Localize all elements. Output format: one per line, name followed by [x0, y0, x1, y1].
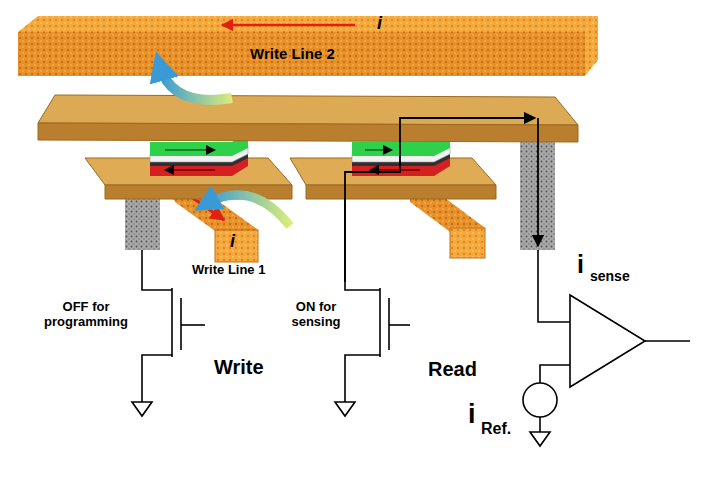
channel [379, 288, 381, 357]
cell-mode: Write [214, 356, 264, 379]
subscript: sense [590, 268, 630, 284]
transistor-note: ON for sensing [270, 300, 362, 330]
write-line-top [18, 16, 598, 32]
transistor-symbol [335, 199, 410, 416]
current-symbol: i [468, 399, 476, 430]
wire [538, 250, 570, 322]
write-line-bar: iWrite Line 1 [150, 205, 300, 289]
field-arrow [206, 195, 290, 226]
bottom-electrode [306, 185, 496, 199]
transistor-note: OFF for programming [30, 300, 142, 330]
gate [180, 298, 182, 350]
ground-symbol [132, 402, 152, 416]
write-line-front [18, 32, 585, 76]
line-name: Write Line 2 [250, 45, 335, 62]
subscript: Ref. [481, 420, 511, 438]
wire [539, 417, 541, 432]
field-arrow [160, 66, 232, 100]
wire [345, 199, 380, 290]
wire [142, 250, 172, 290]
gate-lead [389, 324, 410, 326]
write-line-end [585, 16, 598, 76]
write-line-bar: iWrite Line 2 [15, 12, 605, 78]
magnetization-arrow [365, 149, 392, 151]
current-symbol: i [577, 250, 584, 279]
magnetization-arrow [165, 169, 215, 171]
output-wire [645, 340, 690, 342]
sense-path [345, 118, 535, 282]
top-electrode [38, 123, 578, 142]
top-electrode [38, 95, 578, 125]
sense-amplifier [523, 250, 690, 446]
write-line-end [215, 230, 258, 262]
magnetization-arrow [370, 169, 420, 171]
ground-symbol [335, 402, 355, 416]
write-line-end [450, 228, 485, 258]
current-symbol: i [230, 231, 235, 252]
current-symbol: i [377, 13, 382, 34]
current-arrow [222, 24, 355, 27]
gate-lead [181, 324, 205, 326]
gate [388, 298, 390, 350]
magnetization-arrow [165, 149, 215, 151]
wire [142, 355, 172, 402]
bottom-electrode [105, 185, 292, 199]
channel [171, 288, 173, 357]
cell-mode: Read [428, 358, 477, 381]
sense-path [537, 118, 539, 246]
via [125, 196, 160, 250]
line-name: Write Line 1 [192, 263, 265, 278]
amplifier-symbol [570, 295, 645, 387]
wire [345, 355, 380, 402]
wire [540, 365, 570, 383]
ground-symbol [530, 432, 550, 446]
current-source-symbol [523, 383, 557, 417]
